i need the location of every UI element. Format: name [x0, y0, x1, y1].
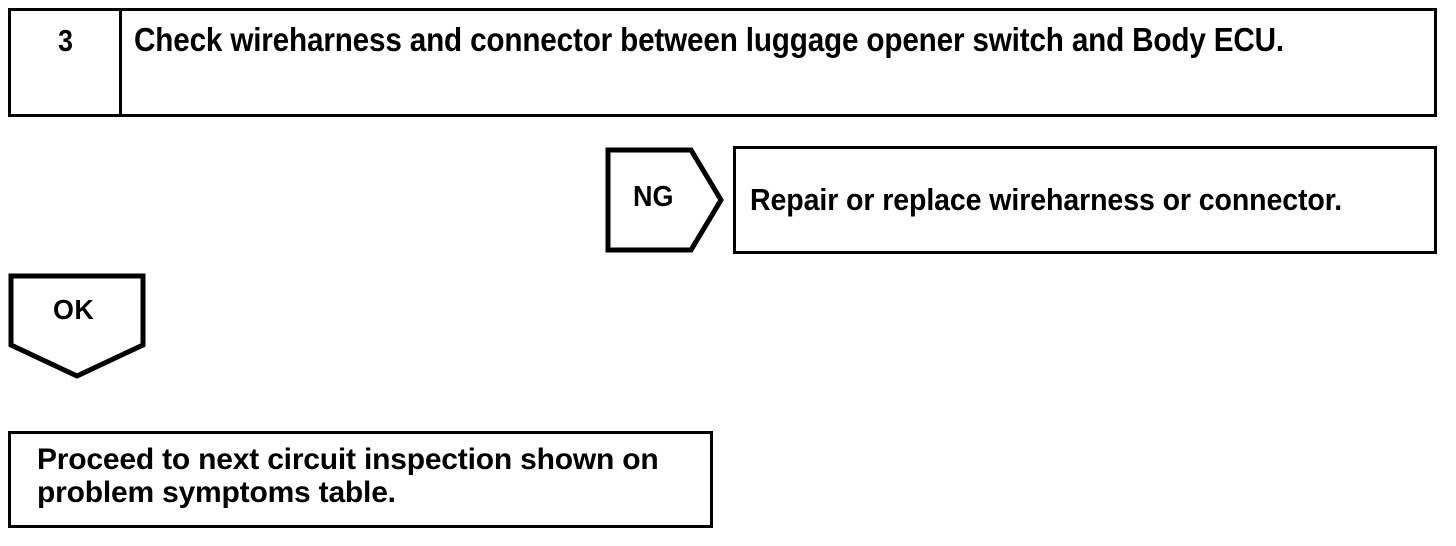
- step-number-cell: 3: [11, 11, 122, 114]
- step-description: Check wireharness and connector between …: [134, 21, 1285, 58]
- step-description-cell: Check wireharness and connector between …: [122, 11, 1434, 114]
- ng-branch-arrow-icon: [605, 147, 724, 253]
- ok-branch-label: OK: [53, 294, 95, 325]
- step-row: 3 Check wireharness and connector betwee…: [8, 8, 1437, 117]
- final-result-text: Proceed to next circuit inspection shown…: [37, 443, 659, 509]
- step-number: 3: [57, 23, 73, 58]
- ng-outcome-text: Repair or replace wireharness or connect…: [750, 182, 1343, 218]
- ng-branch-label: NG: [633, 181, 674, 213]
- final-result-box: Proceed to next circuit inspection shown…: [8, 431, 713, 528]
- ng-outcome-box: Repair or replace wireharness or connect…: [733, 146, 1437, 254]
- ok-branch-arrow-icon: [8, 273, 146, 379]
